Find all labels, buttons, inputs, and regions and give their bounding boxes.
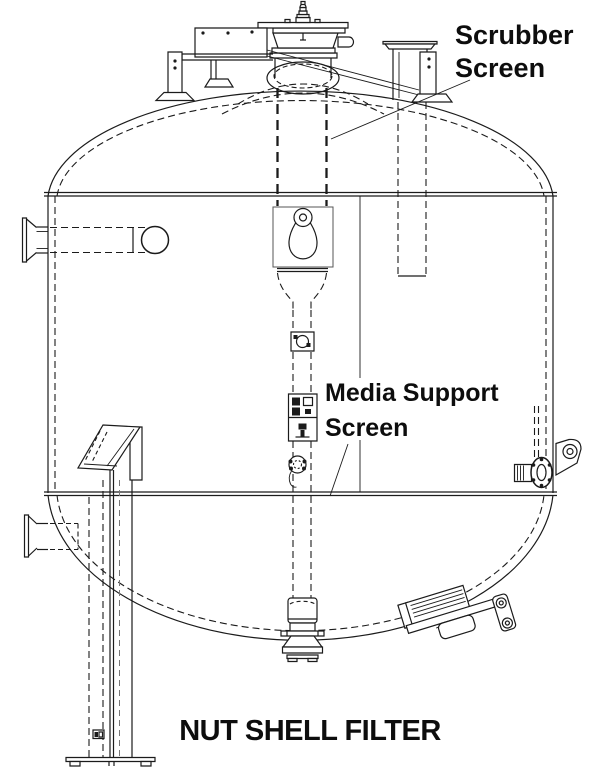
manway-hidden-projection bbox=[278, 88, 327, 206]
right-side-nozzle bbox=[515, 458, 553, 488]
leg-bracket bbox=[78, 425, 142, 480]
support-leg bbox=[66, 425, 155, 766]
tube-flange-fitting bbox=[289, 456, 307, 487]
upper-left-inlet-nozzle bbox=[23, 218, 169, 262]
top-manway bbox=[267, 58, 339, 94]
center-funnel bbox=[278, 273, 327, 310]
left-support-column bbox=[156, 52, 194, 101]
vessel-top-head bbox=[48, 84, 553, 196]
vent-stack bbox=[296, 2, 310, 23]
brace-rods bbox=[267, 50, 419, 95]
scrubber-outlet-nozzle bbox=[383, 42, 452, 277]
drawing-title: NUT SHELL FILTER bbox=[179, 715, 441, 747]
manway-blind-cap bbox=[437, 614, 476, 640]
leg-base-plate bbox=[66, 758, 155, 767]
media-support-label-line2: Screen bbox=[325, 414, 408, 442]
scrubber-screen-label-line1: Scrubber bbox=[455, 20, 574, 50]
drive-spout bbox=[338, 37, 354, 47]
davit-arm bbox=[492, 593, 517, 632]
tube-coupling-fitting bbox=[291, 332, 314, 351]
drive-assembly bbox=[156, 2, 419, 101]
scrubber-leader-line bbox=[331, 80, 470, 139]
bottom-manway-assembly bbox=[398, 574, 517, 659]
internal-pipe-end bbox=[142, 227, 169, 254]
drive-mount-box bbox=[182, 28, 273, 87]
bottom-outlet-assembly bbox=[281, 598, 324, 662]
scrubber-screen-label-line2: Screen bbox=[455, 53, 545, 83]
vessel-shell bbox=[44, 193, 557, 496]
center-dip-tube bbox=[293, 310, 311, 598]
lifting-lug bbox=[556, 439, 581, 475]
media-support-label-line1: Media Support bbox=[325, 379, 499, 407]
leg-nameplate bbox=[93, 730, 104, 739]
scrubber-screen-housing bbox=[273, 207, 333, 272]
right-support-column bbox=[412, 52, 452, 102]
media-leader-line bbox=[330, 444, 348, 496]
lower-left-nozzle bbox=[25, 515, 79, 557]
tube-valve-assembly bbox=[289, 394, 318, 441]
